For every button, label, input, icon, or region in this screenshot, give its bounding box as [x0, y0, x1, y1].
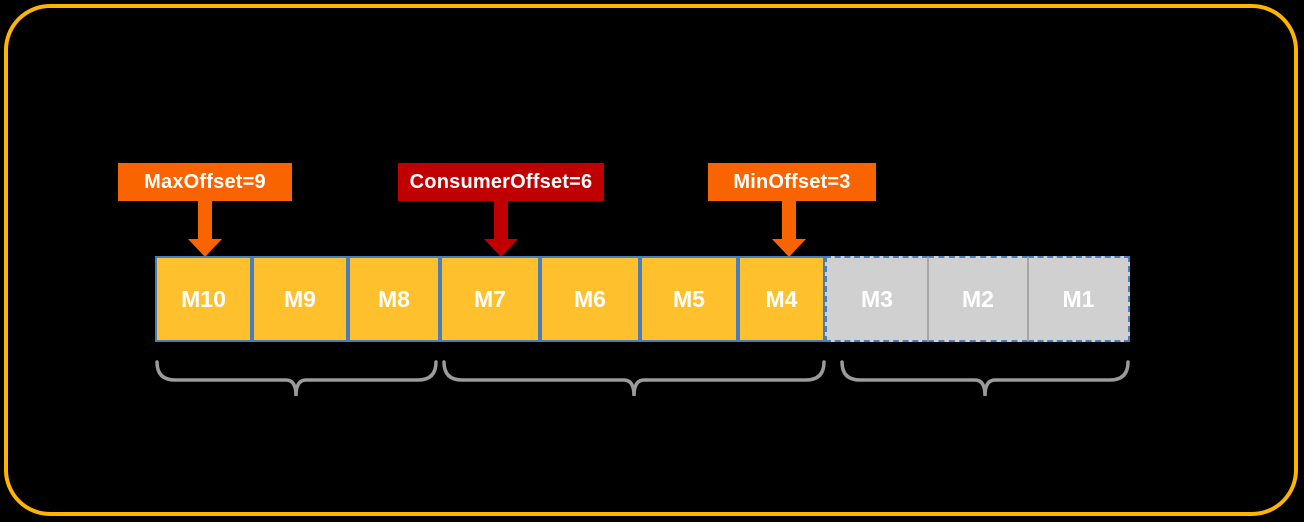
queue-cell-m5[interactable]: M5	[640, 256, 738, 342]
callout-max-offset: MaxOffset=9	[118, 163, 292, 201]
callout-min-offset: MinOffset=3	[708, 163, 876, 201]
queue-cell-m6[interactable]: M6	[540, 256, 640, 342]
arrow-shaft	[198, 200, 212, 240]
queue-cell-m10[interactable]: M10	[155, 256, 252, 342]
arrow-shaft	[494, 200, 508, 240]
arrow-head	[772, 239, 806, 257]
brace-group-2	[442, 360, 826, 397]
callout-consumer-offset: ConsumerOffset=6	[398, 163, 604, 201]
queue-cell-m7[interactable]: M7	[440, 256, 540, 342]
arrow-shaft	[782, 200, 796, 240]
arrow-max-offset-icon	[188, 200, 222, 257]
queue-cell-m2[interactable]: M2	[928, 256, 1028, 342]
brace-group-3	[840, 360, 1130, 397]
queue-cell-m4[interactable]: M4	[738, 256, 825, 342]
arrow-head	[484, 239, 518, 257]
queue-cell-m9[interactable]: M9	[252, 256, 348, 342]
arrow-head	[188, 239, 222, 257]
arrow-consumer-offset-icon	[484, 200, 518, 257]
queue-cell-m8[interactable]: M8	[348, 256, 440, 342]
arrow-min-offset-icon	[772, 200, 806, 257]
queue-cell-m1[interactable]: M1	[1028, 256, 1130, 342]
brace-group-1	[155, 360, 438, 397]
queue-cell-m3[interactable]: M3	[825, 256, 928, 342]
message-queue-row: M10 M9 M8 M7 M6 M5 M4 M3 M2 M1	[155, 256, 1130, 342]
